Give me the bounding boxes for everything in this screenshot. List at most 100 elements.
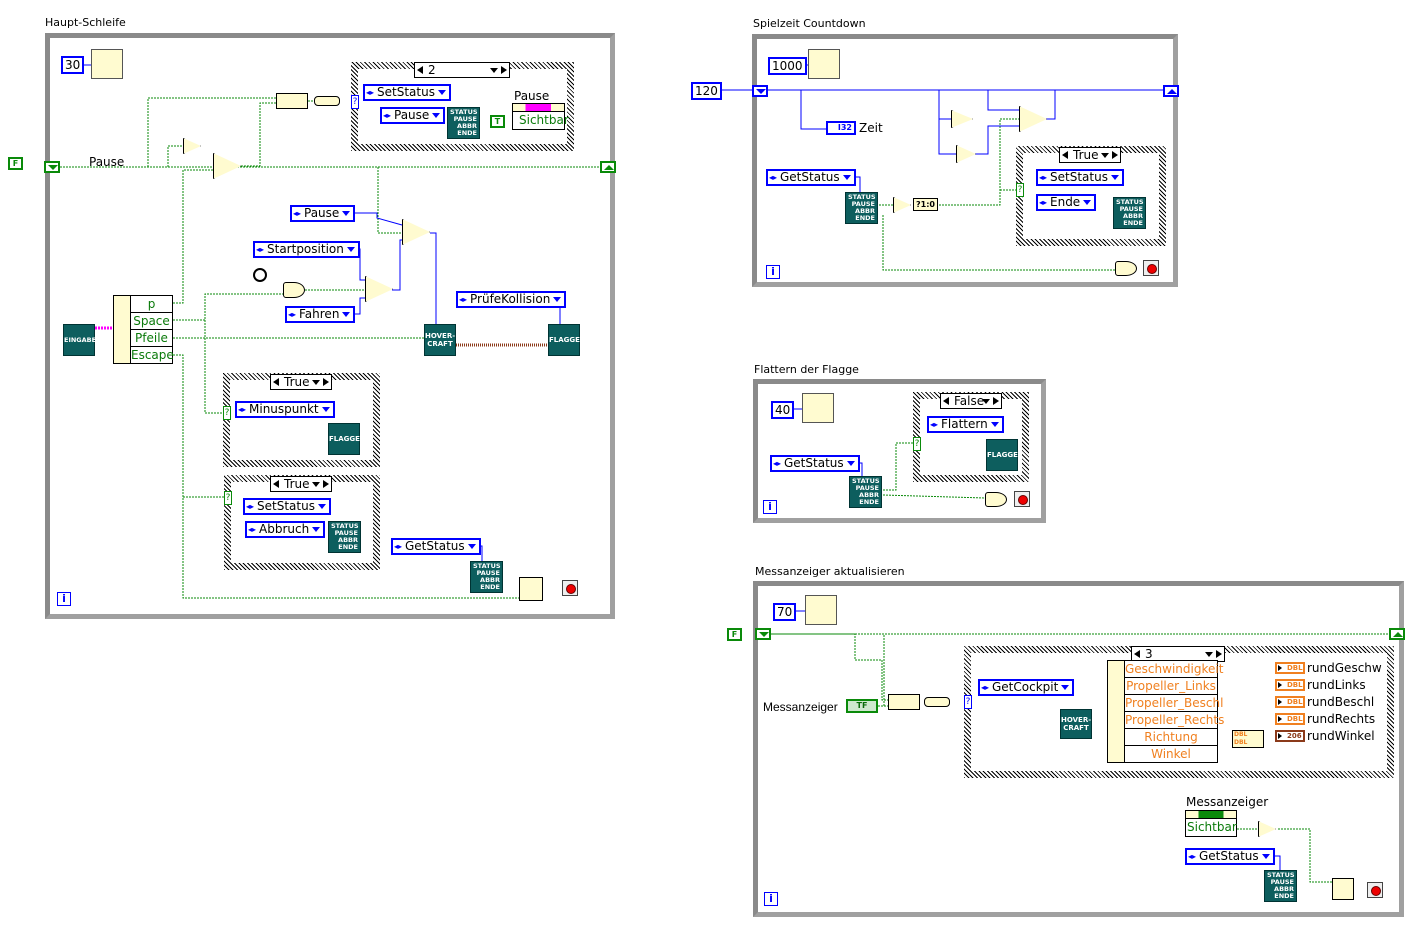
stop-condition-icon[interactable] bbox=[1367, 882, 1383, 898]
unbundle-row[interactable]: Pfeile bbox=[130, 330, 172, 347]
enum-getcockpit[interactable]: ◂▸GetCockpit bbox=[978, 679, 1075, 696]
build-array-icon[interactable] bbox=[888, 694, 920, 710]
wait-const[interactable]: 40 bbox=[771, 401, 795, 419]
enum-abbruch[interactable]: ◂▸Abbruch bbox=[245, 521, 326, 538]
compound-or-icon[interactable] bbox=[519, 577, 543, 601]
case-selector-terminal[interactable]: ? bbox=[913, 437, 921, 451]
enum-minuspunkt[interactable]: ◂▸Minuspunkt bbox=[235, 401, 335, 418]
flagge-node[interactable]: FLAGGE bbox=[986, 439, 1018, 471]
shift-register-left[interactable] bbox=[755, 628, 771, 640]
case-selector[interactable]: False bbox=[940, 393, 1002, 409]
unbundle-row[interactable]: Winkel bbox=[1124, 746, 1217, 763]
unbundle-by-name[interactable]: p Space Pfeile Escape bbox=[113, 295, 174, 364]
enum-getstatus[interactable]: ◂▸GetStatus bbox=[391, 538, 481, 555]
wait-const[interactable]: 1000 bbox=[768, 57, 807, 75]
enum-pause[interactable]: ◂▸Pause bbox=[290, 205, 356, 222]
compound-or-icon[interactable] bbox=[1332, 878, 1354, 900]
messanzeiger-control[interactable]: TF bbox=[846, 699, 878, 713]
false-constant[interactable]: F bbox=[727, 628, 742, 641]
enum-getstatus[interactable]: ◂▸GetStatus bbox=[1185, 848, 1275, 865]
enum-pause-value[interactable]: ◂▸Pause bbox=[380, 107, 446, 124]
unbundle-row[interactable]: Propeller_Links bbox=[1124, 678, 1217, 695]
property-node-visible[interactable]: Sichtbar bbox=[512, 103, 569, 130]
shift-register-left[interactable] bbox=[44, 161, 60, 173]
case-selector-terminal[interactable]: ? bbox=[1016, 183, 1024, 197]
hovercraft-node[interactable]: HOVER-CRAFT bbox=[1060, 709, 1092, 739]
enum-getstatus[interactable]: ◂▸GetStatus bbox=[766, 169, 856, 186]
enum-ende[interactable]: ◂▸Ende bbox=[1036, 194, 1097, 211]
metronome-wait-icon[interactable] bbox=[808, 49, 840, 79]
shift-register-right[interactable] bbox=[600, 161, 616, 173]
or-gate-icon[interactable] bbox=[1115, 261, 1137, 276]
shift-register-right[interactable] bbox=[1389, 628, 1405, 640]
dbl-indicator[interactable]: DBL bbox=[1275, 696, 1305, 708]
bool-to-number-icon[interactable] bbox=[924, 697, 950, 707]
metronome-wait-icon[interactable] bbox=[805, 595, 837, 625]
property-node-visible[interactable]: Sichtbar bbox=[1185, 810, 1237, 837]
unbundle-by-name[interactable]: Geschwindigkeit Propeller_Links Propelle… bbox=[1107, 660, 1225, 763]
metronome-wait-icon[interactable] bbox=[91, 49, 123, 79]
wire-select-a bbox=[392, 239, 402, 291]
cluster-indicator[interactable]: 206 bbox=[1275, 730, 1305, 742]
unbundle-row[interactable]: Propeller_Beschl bbox=[1124, 695, 1224, 712]
unbundle-row[interactable]: Escape bbox=[130, 347, 174, 364]
dbl-indicator[interactable]: DBL bbox=[1275, 713, 1305, 725]
shift-register-left[interactable] bbox=[752, 85, 768, 97]
case-selector-terminal[interactable]: ? bbox=[964, 695, 972, 709]
unbundle-row[interactable]: p bbox=[130, 296, 172, 313]
bool-to-int-icon[interactable]: ?1:0 bbox=[913, 198, 938, 211]
countdown-while-loop[interactable] bbox=[752, 34, 1178, 287]
case-selector[interactable]: 2 bbox=[414, 62, 510, 78]
unbundle-row[interactable]: Propeller_Rechts bbox=[1124, 712, 1225, 729]
shift-register-right[interactable] bbox=[1163, 85, 1179, 97]
false-constant[interactable]: F bbox=[8, 157, 23, 170]
true-constant[interactable]: T bbox=[490, 115, 505, 128]
enum-setstatus[interactable]: ◂▸SetStatus bbox=[363, 84, 451, 101]
enum-getstatus[interactable]: ◂▸GetStatus bbox=[770, 455, 860, 472]
flag-while-loop[interactable] bbox=[753, 379, 1046, 523]
eingabe-node[interactable]: EINGABE bbox=[63, 324, 96, 356]
unbundle-row[interactable]: Space bbox=[130, 313, 172, 330]
wait-const[interactable]: 70 bbox=[773, 603, 797, 621]
case-selector-terminal[interactable]: ? bbox=[224, 491, 232, 505]
enum-pruefekollision[interactable]: ◂▸PrüfeKollision bbox=[456, 291, 567, 308]
flagge-node[interactable]: FLAGGE bbox=[328, 423, 360, 455]
stop-condition-icon[interactable] bbox=[1143, 260, 1159, 276]
case-selector-terminal[interactable]: ? bbox=[223, 406, 231, 420]
metronome-wait-icon[interactable] bbox=[802, 393, 834, 423]
bool-to-number-icon[interactable] bbox=[314, 96, 340, 106]
enum-setstatus[interactable]: ◂▸SetStatus bbox=[243, 498, 331, 515]
enum-fahren[interactable]: ◂▸Fahren bbox=[285, 306, 356, 323]
enum-flattern[interactable]: ◂▸Flattern bbox=[927, 416, 1004, 433]
stop-condition-icon[interactable] bbox=[1014, 491, 1030, 507]
dbl-indicator[interactable]: DBL bbox=[1275, 679, 1305, 691]
case-selector[interactable]: True bbox=[1059, 147, 1121, 163]
wait-const[interactable]: 30 bbox=[61, 56, 85, 74]
case-selector[interactable]: True bbox=[270, 374, 332, 390]
enum-setstatus[interactable]: ◂▸SetStatus bbox=[1036, 169, 1124, 186]
or-gate-icon[interactable] bbox=[985, 492, 1007, 507]
gauge-while-loop[interactable] bbox=[753, 581, 1404, 917]
enum-startposition[interactable]: ◂▸Startposition bbox=[253, 241, 360, 258]
case-selector-terminal[interactable]: ? bbox=[351, 95, 359, 109]
initial-time-const[interactable]: 120 bbox=[691, 82, 722, 100]
dbl-indicator[interactable]: DBL bbox=[1275, 662, 1305, 674]
build-array-icon[interactable] bbox=[276, 93, 308, 109]
stop-condition-icon[interactable] bbox=[562, 580, 578, 596]
case-selector[interactable]: True bbox=[270, 476, 332, 492]
or-gate-icon[interactable] bbox=[283, 282, 305, 298]
unbundle-row[interactable]: Geschwindigkeit bbox=[1124, 661, 1224, 678]
hovercraft-node[interactable]: HOVER-CRAFT bbox=[424, 324, 456, 356]
main-while-loop[interactable] bbox=[45, 33, 615, 619]
property-node-label: Messanzeiger bbox=[1186, 795, 1269, 809]
unbundle-row[interactable]: Richtung bbox=[1124, 729, 1217, 746]
flagge-node[interactable]: FLAGGE bbox=[548, 324, 580, 356]
